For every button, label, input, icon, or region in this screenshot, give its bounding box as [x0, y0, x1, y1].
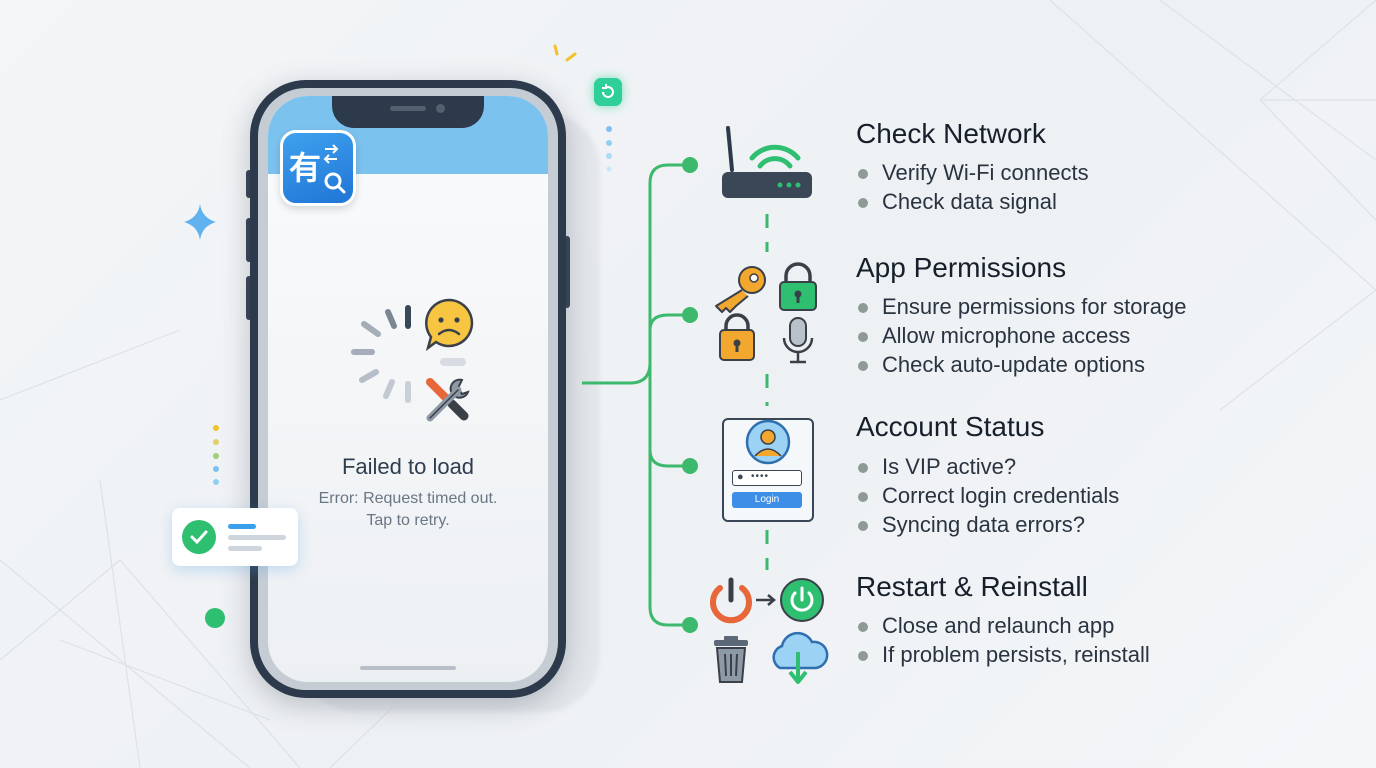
key-icon [715, 266, 766, 313]
error-message: Error: Request timed out. [318, 490, 498, 507]
section-title-permissions: App Permissions [856, 252, 1067, 283]
sparkle-icon [184, 204, 216, 240]
section-title-account: Account Status [856, 411, 1045, 442]
wrench-screwdriver-icon [426, 378, 470, 422]
restart-reinstall-icons [710, 577, 829, 684]
user-glyph-icon: ● [737, 471, 744, 483]
phone: Failed to load Error: Request timed out.… [250, 80, 566, 698]
arrow-right-icon [756, 594, 776, 606]
section-title-restart: Restart & Reinstall [856, 571, 1088, 602]
dots-decoration [606, 126, 612, 172]
phone-volume-up [246, 218, 252, 262]
loading-spinner-icon [351, 305, 411, 403]
toast-line [228, 524, 256, 529]
refresh-badge-icon [594, 78, 622, 106]
phone-power-button [564, 236, 570, 308]
user-avatar-icon [745, 419, 791, 465]
microphone-icon [782, 317, 814, 364]
phone-notch [332, 96, 484, 128]
connector-node [682, 617, 698, 633]
dictionary-app-icon[interactable]: 有 [280, 130, 356, 206]
cloud-download-icon [772, 631, 829, 684]
connector-node [682, 157, 698, 173]
power-on-icon [780, 578, 824, 622]
phone-speaker [390, 106, 426, 111]
trash-icon [714, 636, 748, 683]
dash-decoration [440, 358, 466, 366]
permission-icons [715, 262, 817, 364]
login-button: Login [732, 492, 802, 508]
translate-arrows-icon [323, 144, 346, 194]
green-dot [205, 608, 225, 628]
sad-face-icon [425, 298, 474, 352]
success-toast [172, 508, 298, 566]
password-field: ● •••• [732, 470, 802, 486]
toast-line [228, 546, 262, 551]
error-title: Failed to load [341, 454, 475, 479]
login-card-icon: ● •••• Login [722, 418, 814, 522]
check-circle-icon [182, 520, 216, 554]
spark-lines-icon [553, 44, 577, 62]
lock-orange-icon [719, 313, 755, 361]
power-off-icon [710, 577, 752, 624]
phone-camera [436, 104, 445, 113]
phone-side-button [246, 170, 252, 198]
phone-volume-down [246, 276, 252, 320]
wifi-router-icon [722, 126, 812, 198]
dots-decoration-left [213, 425, 219, 485]
toast-line [228, 535, 286, 540]
retry-hint[interactable]: Tap to retry. [366, 512, 450, 529]
home-indicator [360, 666, 456, 670]
connector-node [682, 307, 698, 323]
lock-green-icon [779, 262, 817, 311]
section-title-network: Check Network [856, 118, 1046, 149]
connector-node [682, 458, 698, 474]
